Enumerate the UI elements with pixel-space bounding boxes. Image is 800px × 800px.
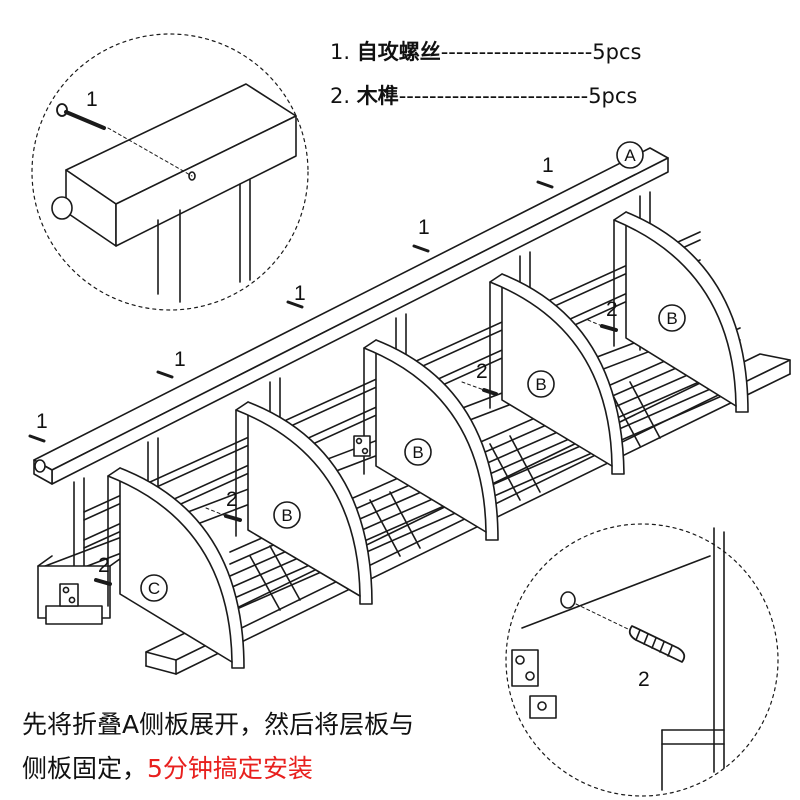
label-panel-a: A [624, 146, 636, 165]
label-screw: 1 [174, 348, 186, 371]
label-dowel: 2 [226, 488, 238, 511]
label-panel-c: C [148, 579, 160, 598]
label-dowel: 2 [606, 298, 618, 321]
label-panel-b: B [281, 506, 292, 525]
caption-line-2: 侧板固定，5分钟搞定安装 [22, 747, 414, 791]
detail-circle-screw [31, 33, 309, 311]
label-screw: 1 [36, 410, 48, 433]
label-screw: 1 [418, 216, 430, 239]
label-screw: 1 [86, 88, 98, 111]
part-leader: -------------------- [440, 40, 593, 64]
hinge-icon [511, 649, 557, 719]
screw-icon [56, 103, 106, 130]
part-name: 木榫 [356, 84, 399, 108]
panel-c [107, 467, 245, 669]
label-panel-b: B [666, 309, 677, 328]
dowel-icon [628, 625, 686, 663]
part-quantity: 5pcs [592, 40, 642, 64]
label-dowel: 2 [638, 668, 650, 691]
label-panel-b: B [535, 375, 546, 394]
part-number: 2. [330, 84, 351, 108]
hinge-icon [353, 435, 371, 457]
label-dowel: 2 [476, 360, 488, 383]
parts-list: 1. 自攻螺丝--------------------5pcs 2. 木榫---… [330, 30, 641, 118]
panel-b-3 [489, 273, 625, 475]
caption-highlight: 5分钟搞定安装 [147, 754, 313, 783]
dowel-icon [94, 324, 618, 586]
label-dowel: 2 [98, 554, 110, 577]
caption-line-1: 先将折叠A侧板展开，然后将层板与 [22, 710, 415, 739]
screw-icon [28, 180, 554, 443]
label-screw: 1 [542, 154, 554, 177]
part-number: 1. [330, 40, 351, 64]
detail-circle-dowel [505, 523, 779, 797]
part-leader: ------------------------- [398, 84, 589, 108]
label-screw: 1 [294, 282, 306, 305]
parts-list-item: 1. 自攻螺丝--------------------5pcs [330, 30, 641, 74]
part-name: 自攻螺丝 [356, 40, 441, 64]
hinge-icon [59, 583, 79, 607]
panel-b-4 [613, 211, 749, 413]
label-panel-b: B [412, 443, 423, 462]
panel-b-1 [235, 401, 373, 605]
parts-list-item: 2. 木榫-------------------------5pcs [330, 74, 641, 118]
instruction-caption: 先将折叠A侧板展开，然后将层板与 侧板固定，5分钟搞定安装 [22, 703, 414, 791]
caption-text: 侧板固定， [22, 754, 148, 783]
part-quantity: 5pcs [588, 84, 638, 108]
